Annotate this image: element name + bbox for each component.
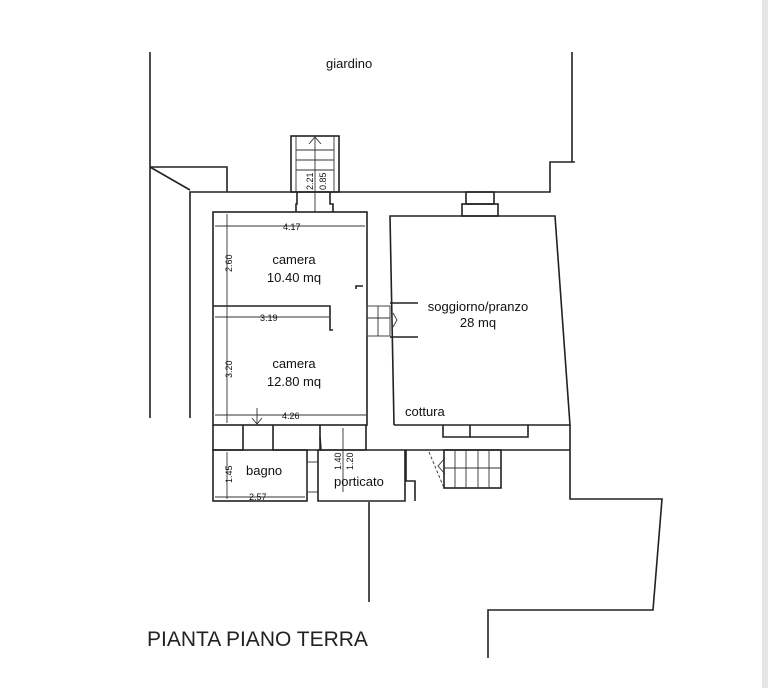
living-block: soggiorno/pranzo 28 mq cottura	[389, 191, 571, 426]
room-label-camera-1: camera	[272, 252, 316, 267]
room-label-camera-2: camera	[272, 356, 316, 371]
dim-portico-a: 1.40	[333, 452, 343, 470]
dim-stair-a: 2.21	[305, 172, 315, 190]
dim-cam2-width: 4.26	[282, 411, 300, 421]
room-area-camera-2: 12.80 mq	[267, 374, 321, 389]
lower-block: 1.45 2.57 1.40 1.20 bagno porticato	[212, 425, 570, 502]
plan-title: PIANTA PIANO TERRA	[147, 628, 368, 651]
dim-portico-b: 1.20	[345, 452, 355, 470]
dim-cam2-height: 3.20	[224, 360, 234, 378]
site-boundary	[149, 52, 663, 658]
dim-bagno-height: 1.45	[224, 465, 234, 483]
room-label-porticato: porticato	[334, 474, 384, 489]
room-label-bagno: bagno	[246, 463, 282, 478]
dim-cam1-height: 2.60	[224, 254, 234, 272]
entrance-stair: 2.21 0.85	[290, 135, 340, 212]
room-label-soggiorno: soggiorno/pranzo	[428, 299, 528, 314]
room-label-cottura: cottura	[405, 404, 446, 419]
dim-bagno-width: 2.57	[249, 492, 267, 502]
page-edge	[762, 0, 768, 688]
bedrooms-block: 4.17 2.60 3.19 3.20 4.26 camera 10.40 mq…	[212, 211, 368, 426]
dim-stair-b: 0.85	[318, 172, 328, 190]
room-area-camera-1: 10.40 mq	[267, 270, 321, 285]
room-area-soggiorno: 28 mq	[460, 315, 496, 330]
garden-label: giardino	[326, 56, 372, 71]
inner-steps	[366, 302, 418, 338]
dim-cam1-width: 4.17	[283, 222, 301, 232]
dim-cam2-wall: 3.19	[260, 313, 278, 323]
